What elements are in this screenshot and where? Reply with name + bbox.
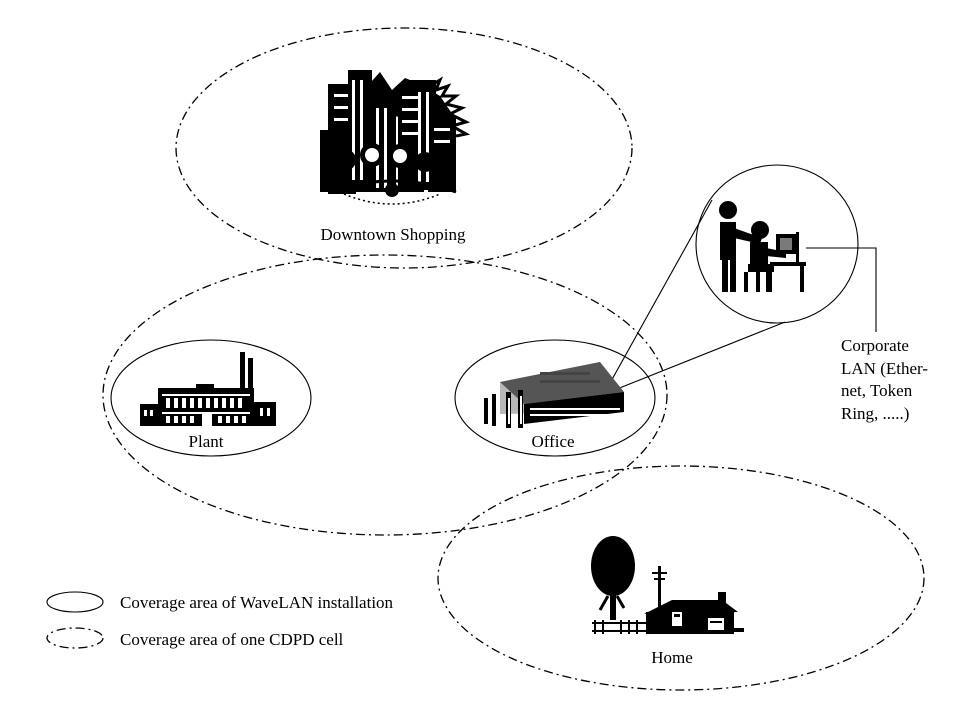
- label-plant: Plant: [189, 432, 224, 451]
- corporate-lan-leader: [806, 247, 877, 332]
- label-downtown-shopping: Downtown Shopping: [321, 225, 466, 244]
- legend-cdpd-label: Coverage area of one CDPD cell: [120, 630, 344, 649]
- corporate-lan-line-2: LAN (Ether-: [841, 359, 928, 378]
- office-workers-icon: [719, 201, 806, 292]
- legend: Coverage area of WaveLAN installation Co…: [46, 591, 394, 649]
- office-building-icon: [484, 362, 624, 428]
- label-office: Office: [531, 432, 574, 451]
- wavelan-area-office: [454, 339, 656, 457]
- cdpd-cell-downtown: [175, 27, 633, 269]
- legend-wavelan-label: Coverage area of WaveLAN installation: [120, 593, 394, 612]
- zoom-line-upper: [604, 199, 713, 393]
- factory-icon: [140, 352, 276, 426]
- workstation-magnifier-circle: [695, 164, 859, 324]
- legend-wavelan-swatch: [46, 591, 104, 613]
- house-icon: [591, 536, 744, 634]
- corporate-lan-line-4: Ring, .....): [841, 404, 909, 423]
- city-skyline-icon: [320, 70, 471, 205]
- label-home: Home: [651, 648, 693, 667]
- cdpd-cell-home: [437, 465, 925, 691]
- zoom-line-lower: [606, 321, 786, 394]
- corporate-lan-label: Corporate LAN (Ether- net, Token Ring, .…: [841, 336, 928, 423]
- corporate-lan-line-3: net, Token: [841, 381, 913, 400]
- cdpd-cell-plant-office: [102, 254, 668, 536]
- corporate-lan-line-1: Corporate: [841, 336, 909, 355]
- wavelan-area-plant: [110, 339, 312, 457]
- legend-cdpd-swatch: [46, 627, 104, 649]
